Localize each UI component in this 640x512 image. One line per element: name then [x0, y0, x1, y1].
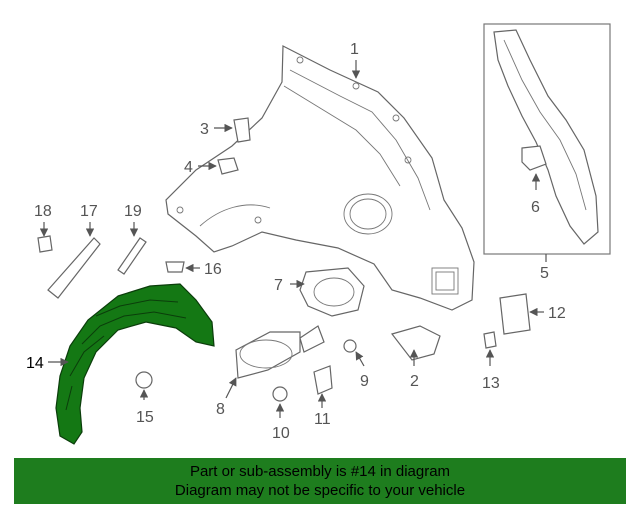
bracket-part-2[interactable]: [390, 325, 441, 361]
callout-1: 1: [350, 41, 359, 58]
parts-diagram: 1 3 4 6 5 18 17 19 16 7 12 14 9 2 13 15 …: [26, 23, 611, 445]
callout-12: 12: [548, 305, 566, 322]
wheelhouse-liner-part-14[interactable]: [55, 283, 215, 445]
nut-part-15[interactable]: [135, 371, 153, 389]
callout-9: 9: [360, 373, 369, 390]
vent-part-12[interactable]: [499, 293, 531, 335]
bracket-part-11[interactable]: [313, 365, 333, 395]
callout-18: 18: [34, 203, 52, 220]
callout-8: 8: [216, 401, 225, 418]
part-info-banner: Part or sub-assembly is #14 in diagram D…: [14, 458, 626, 504]
filler-housing-part-7[interactable]: [299, 267, 365, 317]
banner-line-1: Part or sub-assembly is #14 in diagram: [189, 463, 451, 480]
banner-line-2: Diagram may not be specific to your vehi…: [174, 482, 466, 499]
callout-16: 16: [204, 261, 222, 278]
callout-6: 6: [531, 199, 540, 216]
plug-part-4[interactable]: [217, 157, 239, 175]
callout-4: 4: [184, 159, 193, 176]
fuel-door-part-8[interactable]: [235, 331, 301, 379]
callout-5: 5: [540, 265, 549, 282]
callout-10: 10: [272, 425, 290, 442]
callout-2: 2: [410, 373, 419, 390]
pad-part-19[interactable]: [117, 237, 147, 275]
leader-9: [355, 351, 365, 367]
callout-17: 17: [80, 203, 98, 220]
callout-14: 14: [26, 355, 44, 372]
leader-8: [225, 377, 237, 399]
callout-13: 13: [482, 375, 500, 392]
clip-part-18[interactable]: [37, 235, 53, 253]
callout-11: 11: [314, 411, 331, 428]
callout-15: 15: [136, 409, 154, 426]
clip-part-13[interactable]: [483, 331, 497, 349]
pin-part-10[interactable]: [272, 386, 288, 402]
callout-19: 19: [124, 203, 142, 220]
callout-7: 7: [274, 277, 283, 294]
callout-3: 3: [200, 121, 209, 138]
inner-panel-box: [483, 23, 611, 262]
pin-part-16[interactable]: [165, 261, 185, 273]
bracket-part-3[interactable]: [233, 117, 251, 143]
bolt-part-9[interactable]: [343, 339, 357, 353]
quarter-panel-part[interactable]: [165, 45, 475, 311]
bracket-part-17[interactable]: [47, 237, 101, 299]
